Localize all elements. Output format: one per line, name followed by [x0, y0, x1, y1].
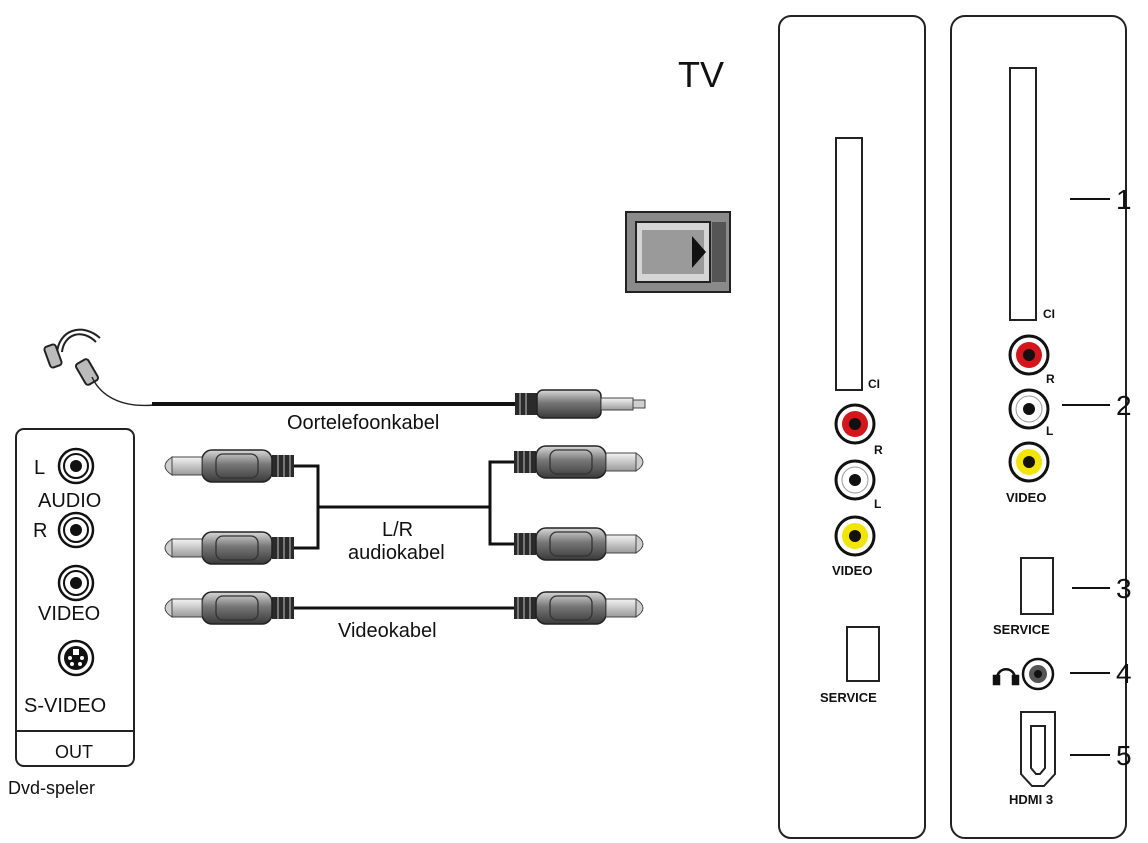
panel-left-service-port[interactable] [846, 626, 880, 682]
panel-right-service-label: SERVICE [993, 622, 1050, 637]
callout-2: 2 [1116, 390, 1132, 421]
panel-left-audio-l-jack[interactable] [834, 459, 876, 501]
dvd-audio-r-jack[interactable] [57, 511, 95, 549]
audio-cable-wires [294, 460, 514, 550]
callout-4: 4 [1116, 658, 1132, 689]
panel-left-ci-label: CI [868, 377, 880, 391]
panel-right-audio-r-jack[interactable] [1008, 334, 1050, 376]
callout-5: 5 [1116, 740, 1132, 771]
dvd-label-video: VIDEO [38, 603, 100, 625]
dvd-label-r: R [33, 520, 47, 542]
dvd-caption: Dvd-speler [8, 778, 95, 798]
video-plug-left [164, 591, 295, 625]
panel-left-l-label: L [874, 497, 881, 511]
panel-right-l-label: L [1046, 424, 1053, 438]
dvd-audio-l-jack[interactable] [57, 447, 95, 485]
headphone-jack-icon [992, 668, 1020, 686]
video-cable-label: Videokabel [338, 620, 437, 642]
panel-right-ci-label: CI [1043, 307, 1055, 321]
panel-right-audio-l-jack[interactable] [1008, 388, 1050, 430]
panel-right-ci-slot[interactable] [1009, 67, 1037, 321]
panel-right-hdmi-port[interactable] [1020, 711, 1056, 787]
dvd-label-l: L [34, 457, 45, 479]
dvd-label-out: OUT [55, 742, 93, 762]
panel-right-service-port[interactable] [1020, 557, 1054, 615]
audio-cable-label-2: audiokabel [348, 542, 445, 564]
video-plug-right [513, 591, 644, 625]
panel-left-video-jack[interactable] [834, 515, 876, 557]
panel-left-video-label: VIDEO [832, 563, 872, 578]
tv-title: TV [678, 54, 724, 95]
dvd-label-audio: AUDIO [38, 490, 101, 512]
audio-r-plug-left [164, 531, 295, 565]
panel-left-ci-slot[interactable] [836, 138, 862, 390]
dvd-video-jack[interactable] [57, 564, 95, 602]
panel-left-service-label: SERVICE [820, 690, 877, 705]
panel-left-audio-r-jack[interactable] [834, 403, 876, 445]
headphones-icon [43, 328, 155, 407]
callout-1: 1 [1116, 184, 1132, 215]
headphone-cable-label: Oortelefoonkabel [287, 412, 439, 434]
panel-right-headphone-jack[interactable] [1021, 657, 1055, 691]
panel-right-video-label: VIDEO [1006, 490, 1046, 505]
audio-l-plug-left [164, 449, 295, 483]
dvd-svideo-jack[interactable] [57, 639, 95, 677]
callout-3: 3 [1116, 573, 1132, 604]
headphone-cable [152, 389, 646, 419]
panel-left-r-label: R [874, 443, 883, 457]
panel-right-r-label: R [1046, 372, 1055, 386]
audio-r-plug-right [513, 527, 644, 561]
audio-cable-label-1: L/R [382, 519, 413, 541]
panel-right-hdmi-label: HDMI 3 [1009, 792, 1053, 807]
audio-l-plug-right [513, 445, 644, 479]
callout-lines [1062, 198, 1110, 756]
tv-icon [625, 211, 731, 293]
panel-right-video-jack[interactable] [1008, 441, 1050, 483]
dvd-label-svideo: S-VIDEO [24, 695, 106, 717]
